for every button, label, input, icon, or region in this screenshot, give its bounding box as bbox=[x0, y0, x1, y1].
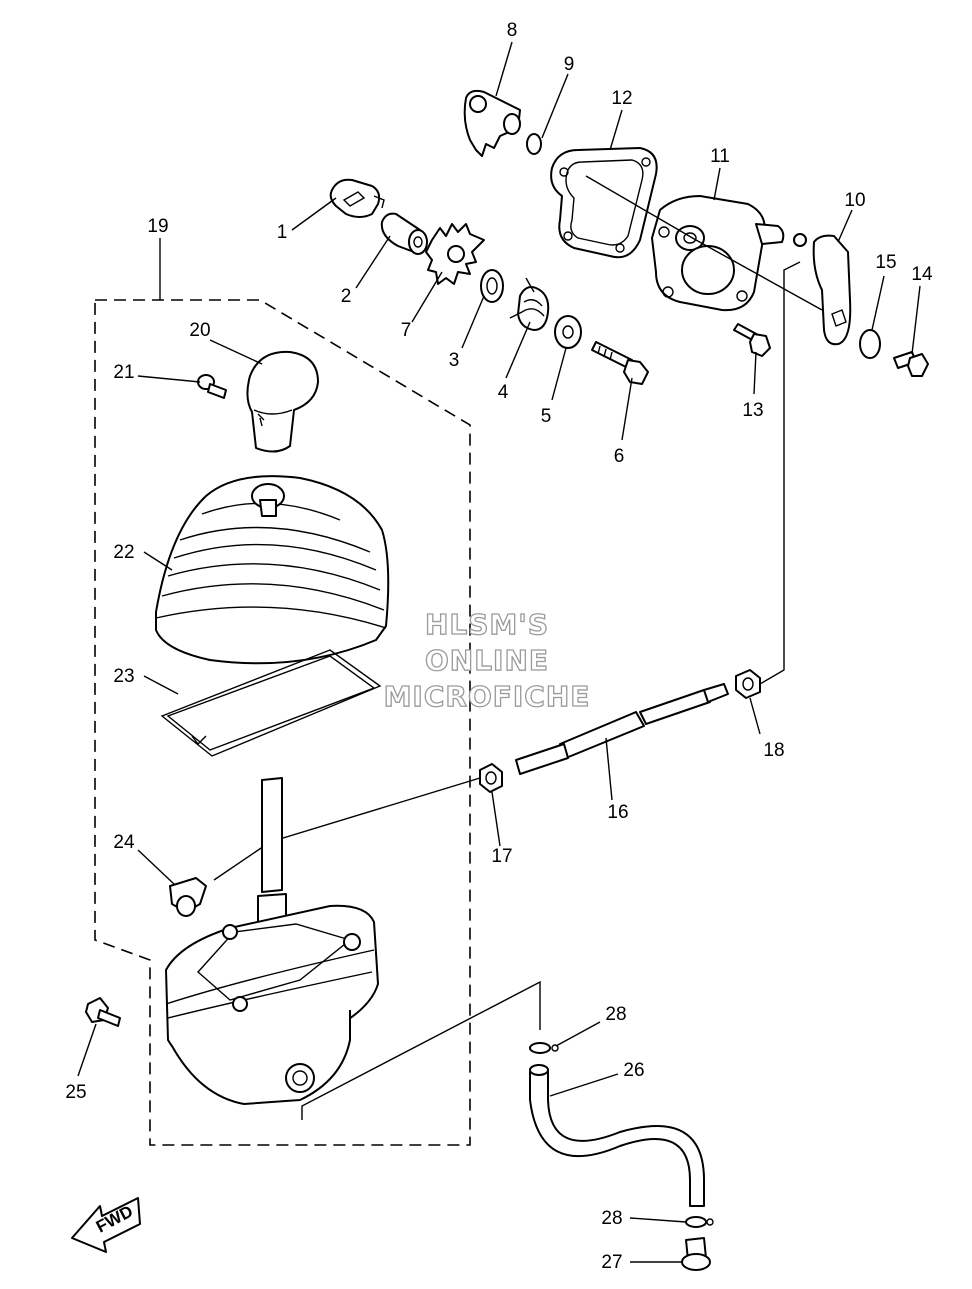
part-15-washer bbox=[859, 329, 881, 359]
callout-26: 26 bbox=[623, 1060, 644, 1081]
part-1-plate bbox=[329, 178, 385, 218]
part-4-spring bbox=[509, 277, 550, 331]
part-10-arm bbox=[793, 233, 852, 346]
part-12-gasket bbox=[550, 147, 658, 259]
part-13-bolt bbox=[733, 323, 771, 357]
axis-line-housing-hose bbox=[301, 980, 541, 1120]
callout-15: 15 bbox=[875, 252, 896, 273]
callout-9: 9 bbox=[564, 54, 575, 75]
callout-17: 17 bbox=[491, 846, 512, 867]
part-18-nut bbox=[735, 669, 761, 699]
callout-23: 23 bbox=[113, 666, 134, 687]
callout-19: 19 bbox=[147, 216, 168, 237]
svg-text:MICROFICHE: MICROFICHE bbox=[384, 680, 591, 713]
callout-18: 18 bbox=[763, 740, 784, 761]
callout-25: 25 bbox=[65, 1082, 86, 1103]
callout-28-top: 28 bbox=[605, 1004, 626, 1025]
part-11-housing bbox=[651, 195, 785, 312]
part-28-clip-bottom bbox=[685, 1216, 714, 1228]
part-28-clip-top bbox=[529, 1042, 559, 1054]
callout-11: 11 bbox=[710, 146, 730, 167]
callout-8: 8 bbox=[507, 20, 518, 41]
callout-24: 24 bbox=[113, 832, 135, 853]
assembly-19-boundary bbox=[94, 299, 471, 1146]
part-6-bolt bbox=[591, 341, 649, 385]
callout-27: 27 bbox=[601, 1252, 622, 1273]
callout-14: 14 bbox=[911, 264, 933, 285]
leader-lines bbox=[77, 41, 921, 1263]
fwd-arrow: FWD bbox=[71, 1197, 141, 1253]
watermark: HLSM'S ONLINE MICROFICHE bbox=[383, 607, 591, 713]
part-5-washer bbox=[554, 315, 582, 349]
part-20-knob bbox=[246, 350, 319, 453]
callout-7: 7 bbox=[401, 320, 412, 341]
part-14-bolt bbox=[893, 351, 929, 377]
part-23-frame bbox=[160, 649, 382, 757]
axis-line-17-24 bbox=[213, 777, 481, 881]
part-25-bolt bbox=[85, 997, 121, 1027]
part-22-boot bbox=[155, 475, 390, 665]
callout-6: 6 bbox=[614, 446, 625, 467]
callout-labels: 1 2 7 3 4 5 6 8 9 12 11 10 15 14 13 19 2… bbox=[65, 20, 933, 1273]
callout-5: 5 bbox=[541, 406, 552, 427]
callout-10: 10 bbox=[844, 190, 865, 211]
callout-13: 13 bbox=[742, 400, 763, 421]
callout-4: 4 bbox=[498, 382, 509, 403]
svg-text:ONLINE: ONLINE bbox=[425, 644, 549, 677]
svg-text:HLSM'S: HLSM'S bbox=[425, 608, 549, 641]
part-21-screw bbox=[197, 374, 227, 399]
callout-2: 2 bbox=[341, 286, 352, 307]
part-26-hose bbox=[529, 1064, 705, 1207]
axis-line-12-11 bbox=[585, 175, 823, 311]
callout-12: 12 bbox=[611, 88, 632, 109]
shift-housing-base bbox=[165, 904, 379, 1105]
part-3-washer bbox=[480, 269, 504, 303]
callout-16: 16 bbox=[607, 802, 628, 823]
callout-28-bottom: 28 bbox=[601, 1208, 622, 1229]
callout-20: 20 bbox=[189, 320, 210, 341]
part-16-shaft bbox=[515, 683, 729, 775]
callout-21: 21 bbox=[113, 362, 134, 383]
part-9-oring bbox=[526, 133, 542, 155]
callout-22: 22 bbox=[113, 542, 134, 563]
part-24-elbow bbox=[169, 877, 207, 917]
part-8-lever bbox=[463, 89, 521, 157]
part-17-nut bbox=[479, 763, 503, 793]
part-27-fitting bbox=[681, 1237, 711, 1271]
part-7-gear bbox=[425, 223, 485, 285]
axis-line-18-10 bbox=[759, 261, 801, 685]
callout-3: 3 bbox=[449, 350, 460, 371]
callout-1: 1 bbox=[277, 222, 288, 243]
part-2-collar bbox=[380, 212, 428, 255]
